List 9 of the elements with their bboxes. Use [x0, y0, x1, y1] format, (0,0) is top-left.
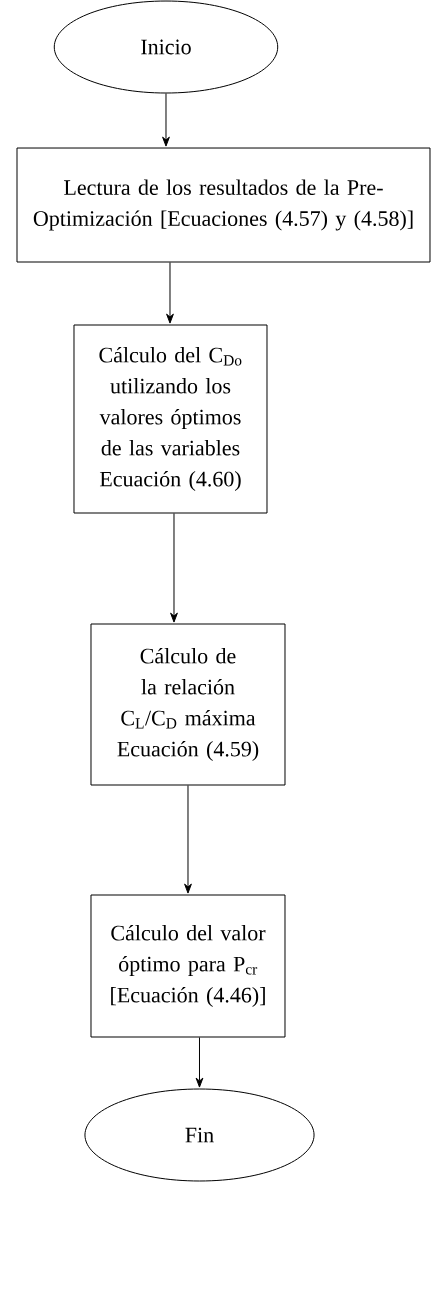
process-box: Cálculo del C$_{Do}$ utilizando los valores óptimos de las variables Ecuación (4.60)	[73, 324, 268, 514]
arrow	[162, 93, 170, 147]
arrow	[184, 785, 192, 894]
process-box: Lectura de los resultados de la Pre-Optimización [Ecuaciones (4.57) y (4.58)]	[16, 147, 431, 263]
arrow	[166, 262, 174, 324]
process-box: Cálculo del valor óptimo para P$_{cr}$ [Ecuación (4.46)]	[90, 894, 286, 1038]
arrow	[195, 1037, 204, 1088]
arrow	[170, 513, 178, 623]
process-box: Cálculo de la relación C$_{L}$/C$_{D}$ máxima Ecuación (4.59)	[90, 623, 286, 786]
